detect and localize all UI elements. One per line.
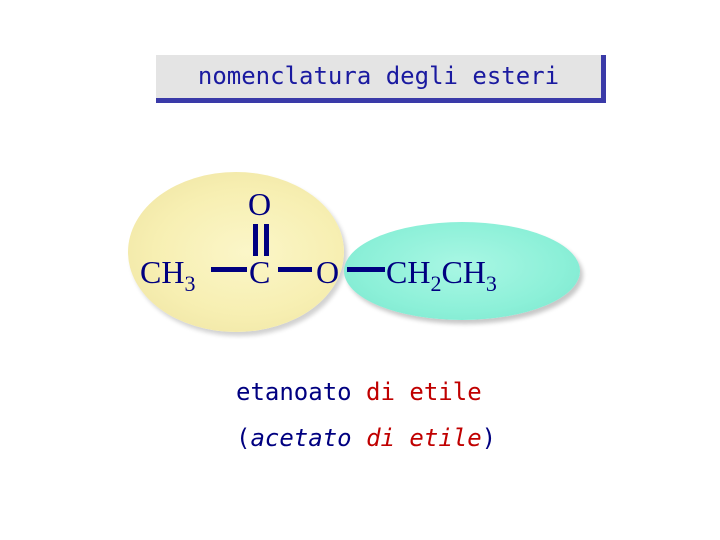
carbonyl-carbon: C — [249, 254, 271, 290]
ethyl-ch3-subscript: 3 — [485, 271, 497, 296]
common-name-acid: acetato — [250, 424, 352, 452]
bond-oxygen-ethyl — [347, 267, 385, 272]
ester-oxygen: O — [316, 254, 340, 290]
iupac-name-suffix: di etile — [366, 378, 482, 406]
bond-methyl-carbon — [211, 267, 247, 272]
carbonyl-oxygen: O — [248, 186, 272, 222]
title-box: nomenclatura degli esteri — [156, 55, 606, 103]
iupac-name-acid: etanoato — [236, 378, 352, 406]
ethyl-ch3-label: CH — [441, 254, 486, 290]
methyl-group: CH3 — [140, 254, 195, 295]
methyl-subscript: 3 — [184, 271, 196, 296]
double-bond-left — [253, 224, 258, 256]
common-name-di: di — [366, 424, 395, 452]
methyl-label: CH — [140, 254, 185, 290]
double-bond-right — [264, 224, 269, 256]
bond-carbon-oxygen — [278, 267, 312, 272]
acid-part-highlight — [128, 172, 344, 332]
page-title: nomenclatura degli esteri — [197, 62, 560, 90]
iupac-name: etanoato di etile — [236, 380, 482, 404]
ethyl-group: CH2CH3 — [386, 254, 497, 295]
common-name-etile: etile — [409, 424, 482, 452]
ethyl-ch2-label: CH — [386, 254, 431, 290]
common-name: (acetato di etile) — [236, 426, 496, 450]
common-name-close-paren: ) — [481, 424, 497, 452]
common-name-open-paren: ( — [236, 424, 251, 452]
ethyl-ch2-subscript: 2 — [430, 271, 442, 296]
